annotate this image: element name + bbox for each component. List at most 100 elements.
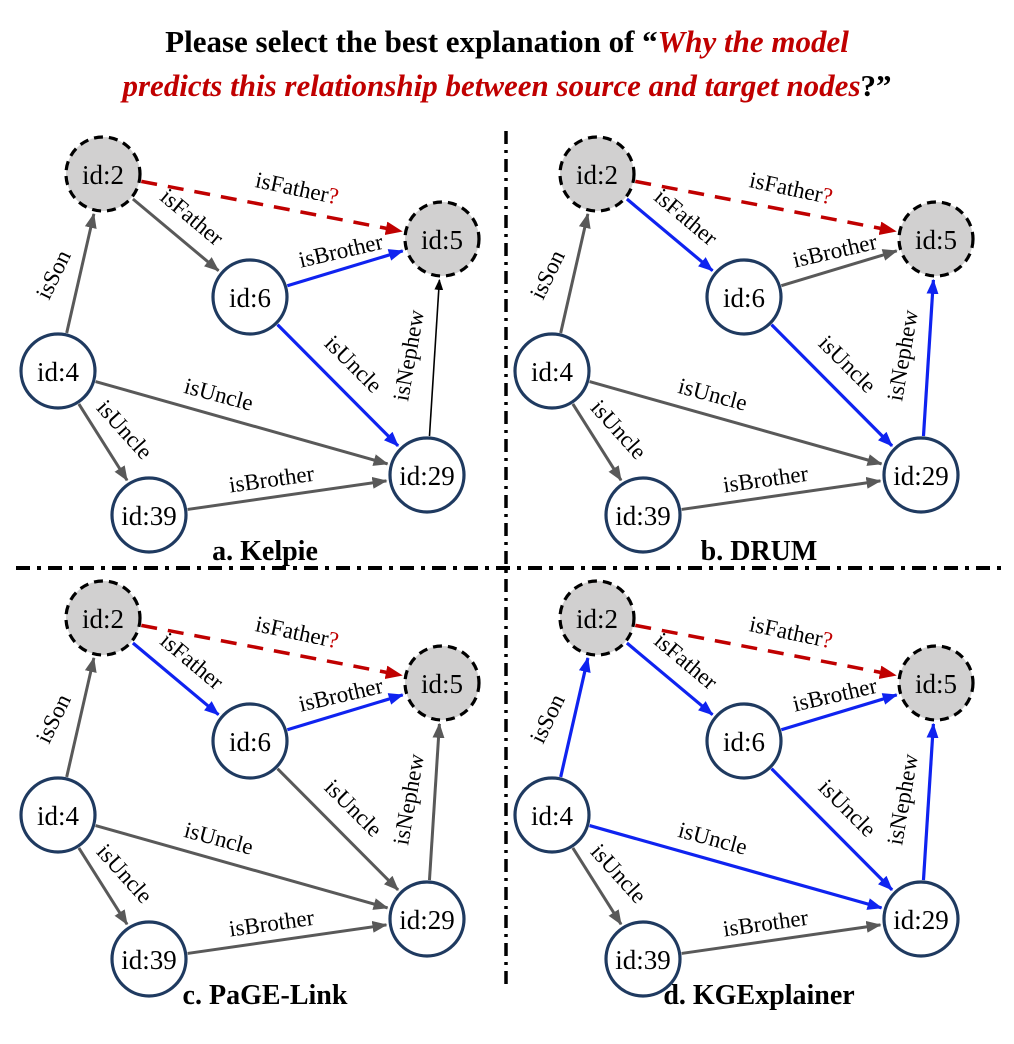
edge-isFather-2-6 [625,641,714,716]
edge-isFather-2-5 [140,179,403,235]
title-question-part2: predicts this relationship between sourc… [122,68,861,103]
node-id:4: id:4 [19,776,97,854]
title-suffix: ?” [860,68,892,103]
edge-label-isSon: isSon [525,690,570,747]
title-question-part1: Why the model [657,24,849,59]
edge-isSon-4-2 [559,656,591,778]
edge-label-isSon: isSon [525,246,570,303]
edge-label-isNephew: isNephew [882,752,923,847]
node-label: id:39 [615,945,671,975]
node-label: id:6 [723,283,765,313]
title-prefix: Please select the best explanation of “ [165,24,658,59]
node-label: id:6 [229,283,271,313]
edge-isUncle-6-29 [770,767,894,892]
query-node-id:5: id:5 [897,200,975,278]
edge-isFather-2-6 [131,197,220,272]
edge-label-isUncle: isUncle [92,839,158,908]
edge-isNephew-29-5 [921,722,939,881]
node-label: id:29 [399,461,455,491]
edge-label-isFather: isFather [155,628,228,695]
node-id:4: id:4 [513,332,591,410]
edge-label-isNephew: isNephew [388,308,429,403]
node-label: id:5 [915,669,957,699]
node-id:6: id:6 [211,258,289,336]
panel-caption: b. DRUM [701,536,818,567]
edge-isSon-4-2 [65,212,97,334]
edge-isNephew-29-5 [921,278,939,437]
edge-label-isBrother: isBrother [296,229,385,273]
edge-isUncle-4-39 [571,847,623,926]
query-node-id:2: id:2 [64,135,142,213]
edge-isUncle-4-29 [95,380,389,466]
edge-label-isFather: isFather? [747,167,835,209]
node-label: id:4 [37,801,80,831]
edge-isBrother-6-5 [286,693,404,732]
edge-label-isFather: isFather? [253,611,341,653]
node-label: id:29 [893,905,949,935]
node-label: id:6 [229,727,271,757]
edge-isBrother-6-5 [780,693,898,732]
edge-isBrother-6-5 [286,249,404,288]
edge-label-isUncle: isUncle [92,395,158,464]
node-label: id:4 [37,357,80,387]
node-label: id:4 [531,801,574,831]
query-node-id:2: id:2 [558,579,636,657]
edge-label-isFather: isFather [649,184,722,251]
query-node-id:5: id:5 [403,200,481,278]
node-label: id:2 [82,160,124,190]
query-node-id:5: id:5 [403,644,481,722]
edge-label-isNephew: isNephew [388,752,429,847]
edge-isNephew-29-5 [428,278,444,437]
edge-isUncle-4-39 [77,403,129,482]
edge-label-isBrother: isBrother [296,673,385,717]
edge-isUncle-6-29 [770,323,894,448]
edge-label-isUncle: isUncle [814,330,881,397]
edge-isFather-2-6 [625,197,714,272]
edge-label-isNephew: isNephew [882,308,923,403]
figure-title: Please select the best explanation of “W… [0,20,1014,108]
title-line-2: predicts this relationship between sourc… [0,64,1014,108]
node-label: id:5 [421,669,463,699]
edge-label-isFather: isFather [649,628,722,695]
edge-label-isBrother: isBrother [790,673,879,717]
query-node-id:5: id:5 [897,644,975,722]
node-label: id:29 [893,461,949,491]
node-id:6: id:6 [705,702,783,780]
edge-isUncle-4-29 [589,824,883,910]
node-label: id:39 [615,501,671,531]
query-node-id:2: id:2 [558,135,636,213]
edge-isUncle-6-29 [276,767,400,891]
edge-isBrother-39-29 [681,476,882,511]
edge-isSon-4-2 [65,656,97,778]
node-label: id:2 [576,604,618,634]
node-label: id:5 [915,225,957,255]
node-id:6: id:6 [705,258,783,336]
edge-label-isFather: isFather? [747,611,835,653]
query-node-id:2: id:2 [64,579,142,657]
node-id:29: id:29 [882,880,960,958]
edge-isUncle-4-29 [589,380,883,466]
edge-isBrother-6-5 [780,249,898,288]
edge-isUncle-6-29 [276,323,400,448]
edge-isUncle-4-29 [95,824,389,910]
node-id:4: id:4 [19,332,97,410]
panel-caption: d. KGExplainer [663,980,854,1011]
edge-isBrother-39-29 [681,920,882,955]
edge-label-isUncle: isUncle [320,330,387,397]
edge-label-isUncle: isUncle [586,839,652,908]
edge-label-isUncle: isUncle [814,774,881,841]
edge-label-isUncle: isUncle [586,395,652,464]
node-label: id:39 [121,945,177,975]
edge-label-isUncle: isUncle [320,774,387,841]
edge-label-isSon: isSon [31,690,76,747]
node-label: id:29 [399,905,455,935]
node-label: id:5 [421,225,463,255]
node-id:29: id:29 [388,436,466,514]
